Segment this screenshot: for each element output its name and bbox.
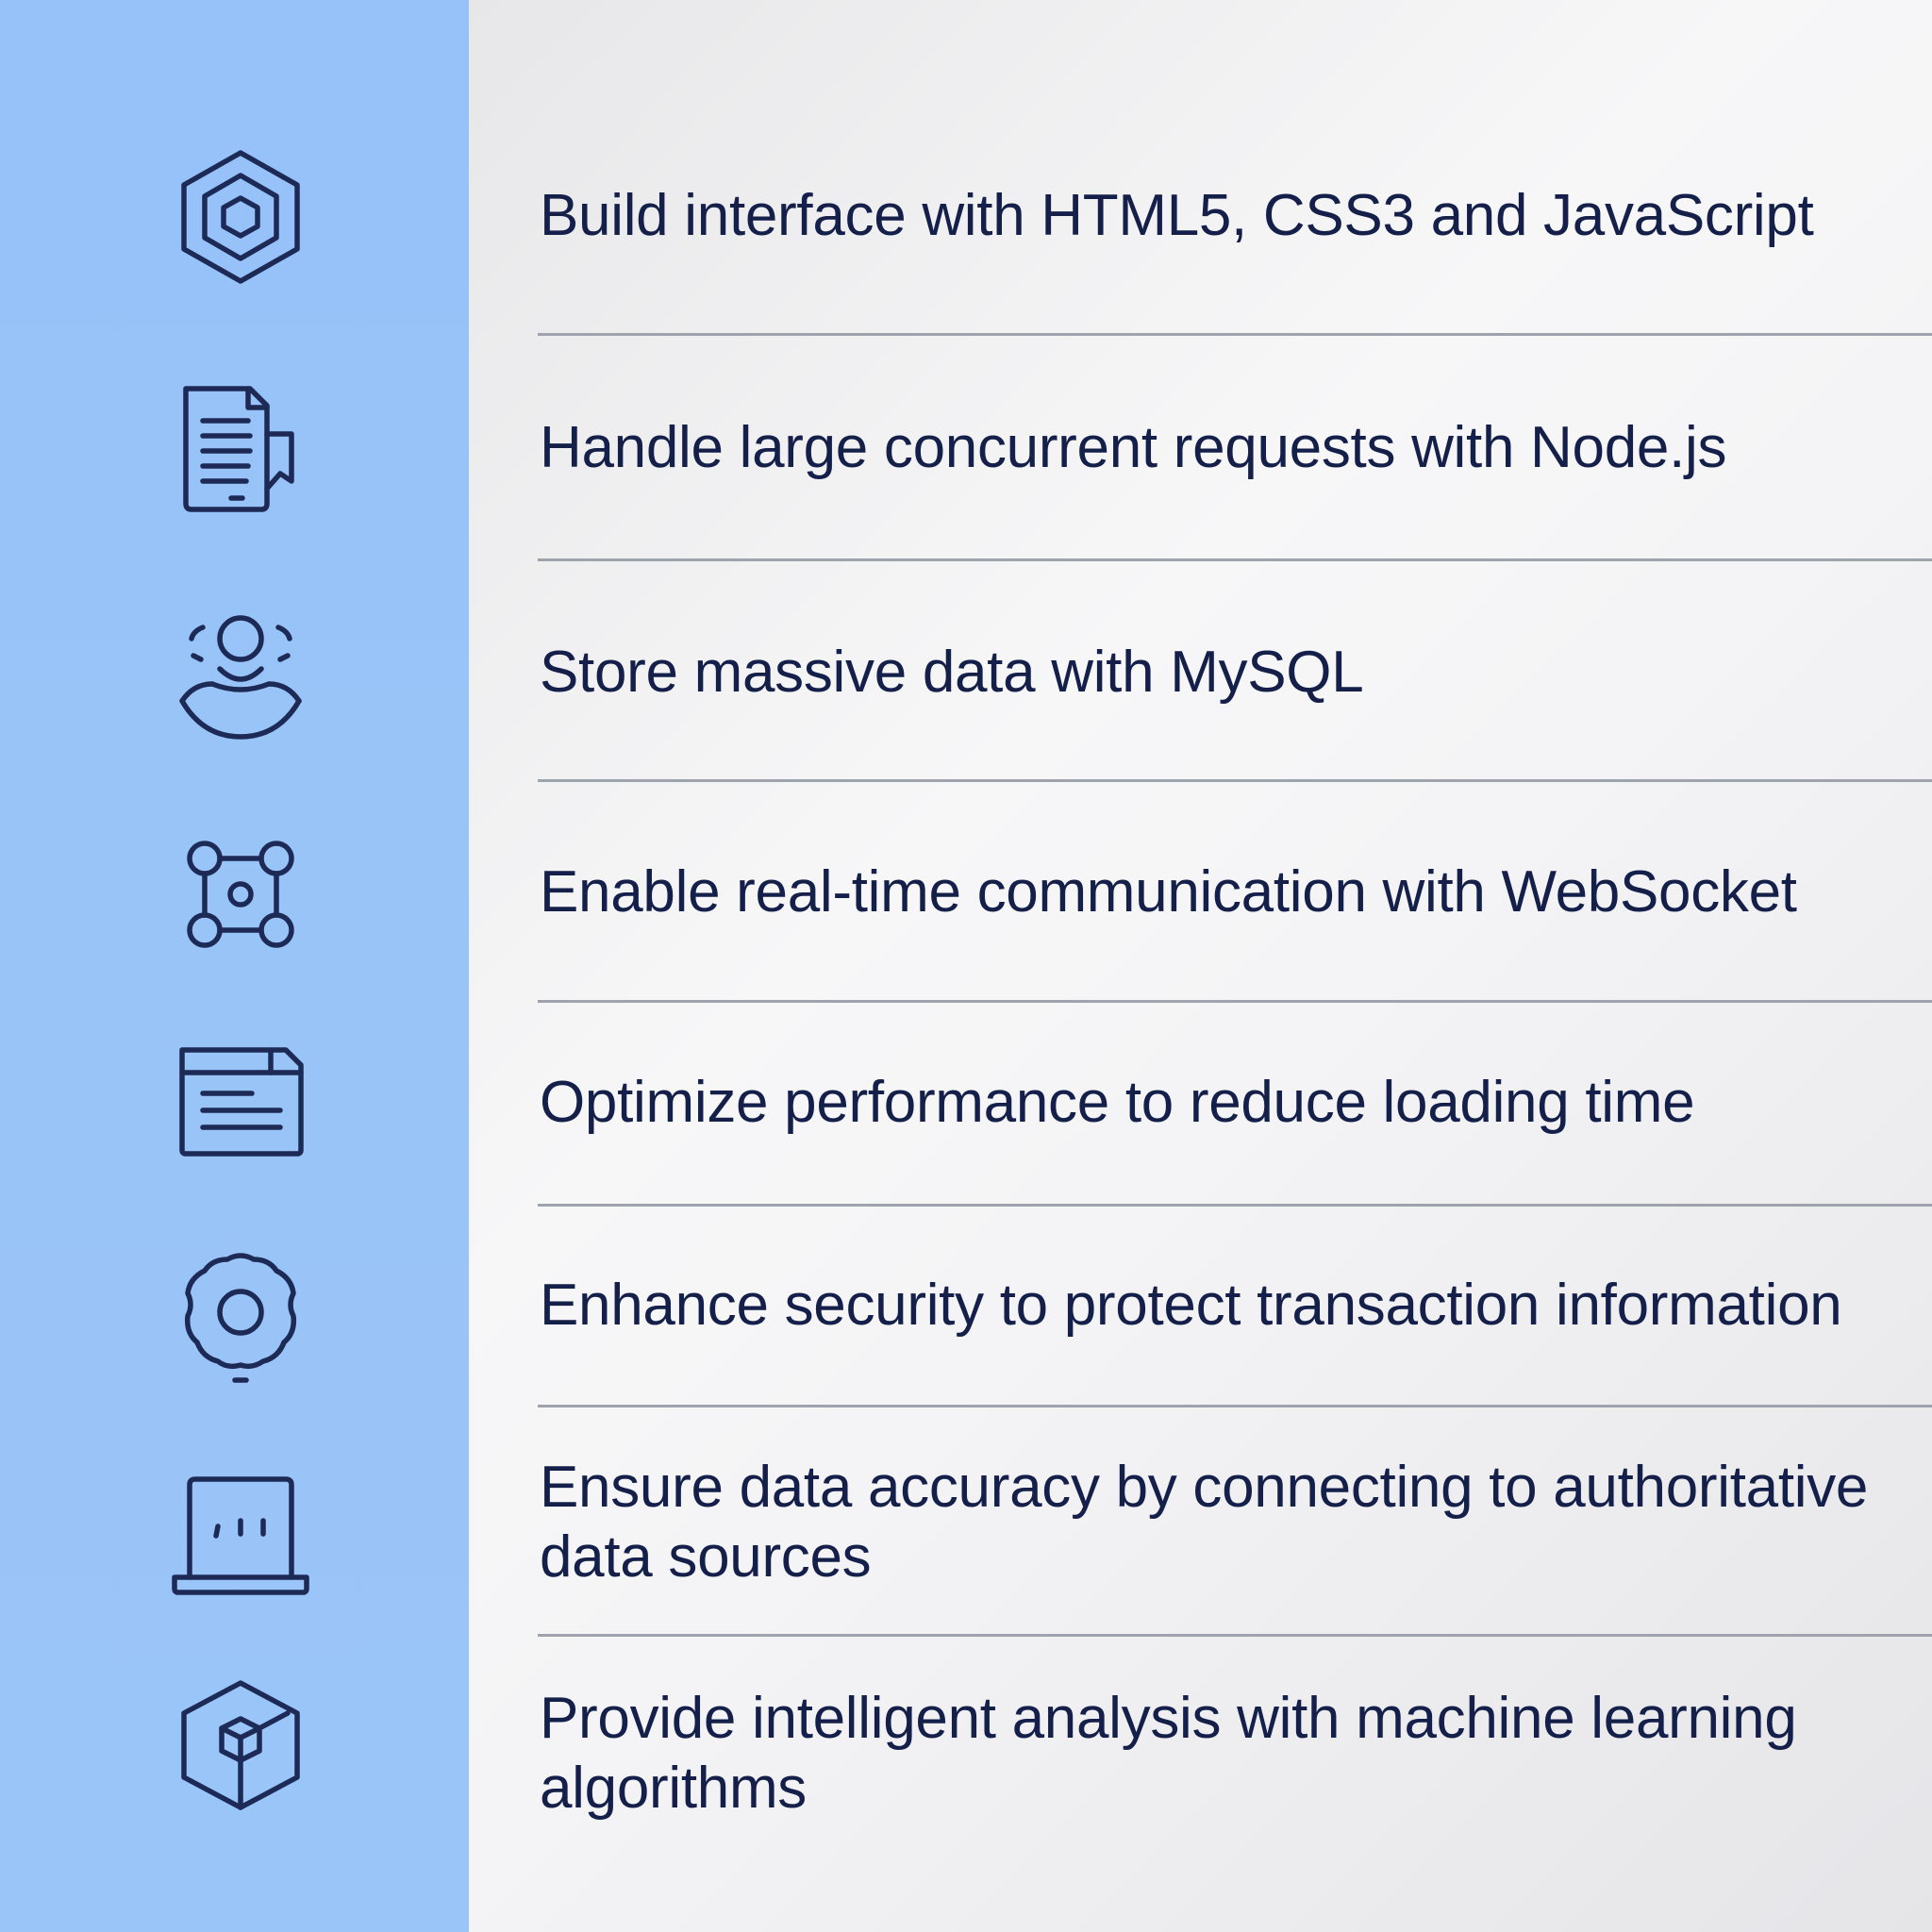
feature-text-7: Ensure data accuracy by connecting to au…	[540, 1455, 1869, 1590]
icon-sidebar	[0, 0, 469, 1932]
feature-text-2: Handle large concurrent requests with No…	[540, 415, 1727, 480]
row-divider	[538, 1204, 1932, 1207]
feature-text-4: Enable real-time communication with WebS…	[540, 859, 1797, 924]
feature-text-8: Provide intelligent analysis with machin…	[540, 1686, 1797, 1821]
hexagon-icon	[165, 142, 316, 292]
user-sync-icon	[165, 597, 316, 748]
row-divider	[538, 1634, 1932, 1637]
gear-icon	[165, 1239, 316, 1390]
browser-window-icon	[165, 1025, 316, 1176]
row-divider	[538, 1405, 1932, 1407]
feature-text-5: Optimize performance to reduce loading t…	[540, 1070, 1695, 1135]
feature-text-3: Store massive data with MySQL	[540, 640, 1364, 705]
feature-text-1: Build interface with HTML5, CSS3 and Jav…	[540, 183, 1814, 248]
feature-list	[469, 0, 1932, 1932]
row-divider	[538, 333, 1932, 336]
document-icon	[165, 372, 316, 523]
cube-hexagon-icon	[165, 1670, 316, 1821]
laptop-icon	[165, 1447, 316, 1598]
row-divider	[538, 779, 1932, 782]
network-nodes-icon	[165, 819, 316, 970]
row-divider	[538, 1000, 1932, 1003]
feature-text-6: Enhance security to protect transaction …	[540, 1273, 1842, 1338]
row-divider	[538, 558, 1932, 561]
